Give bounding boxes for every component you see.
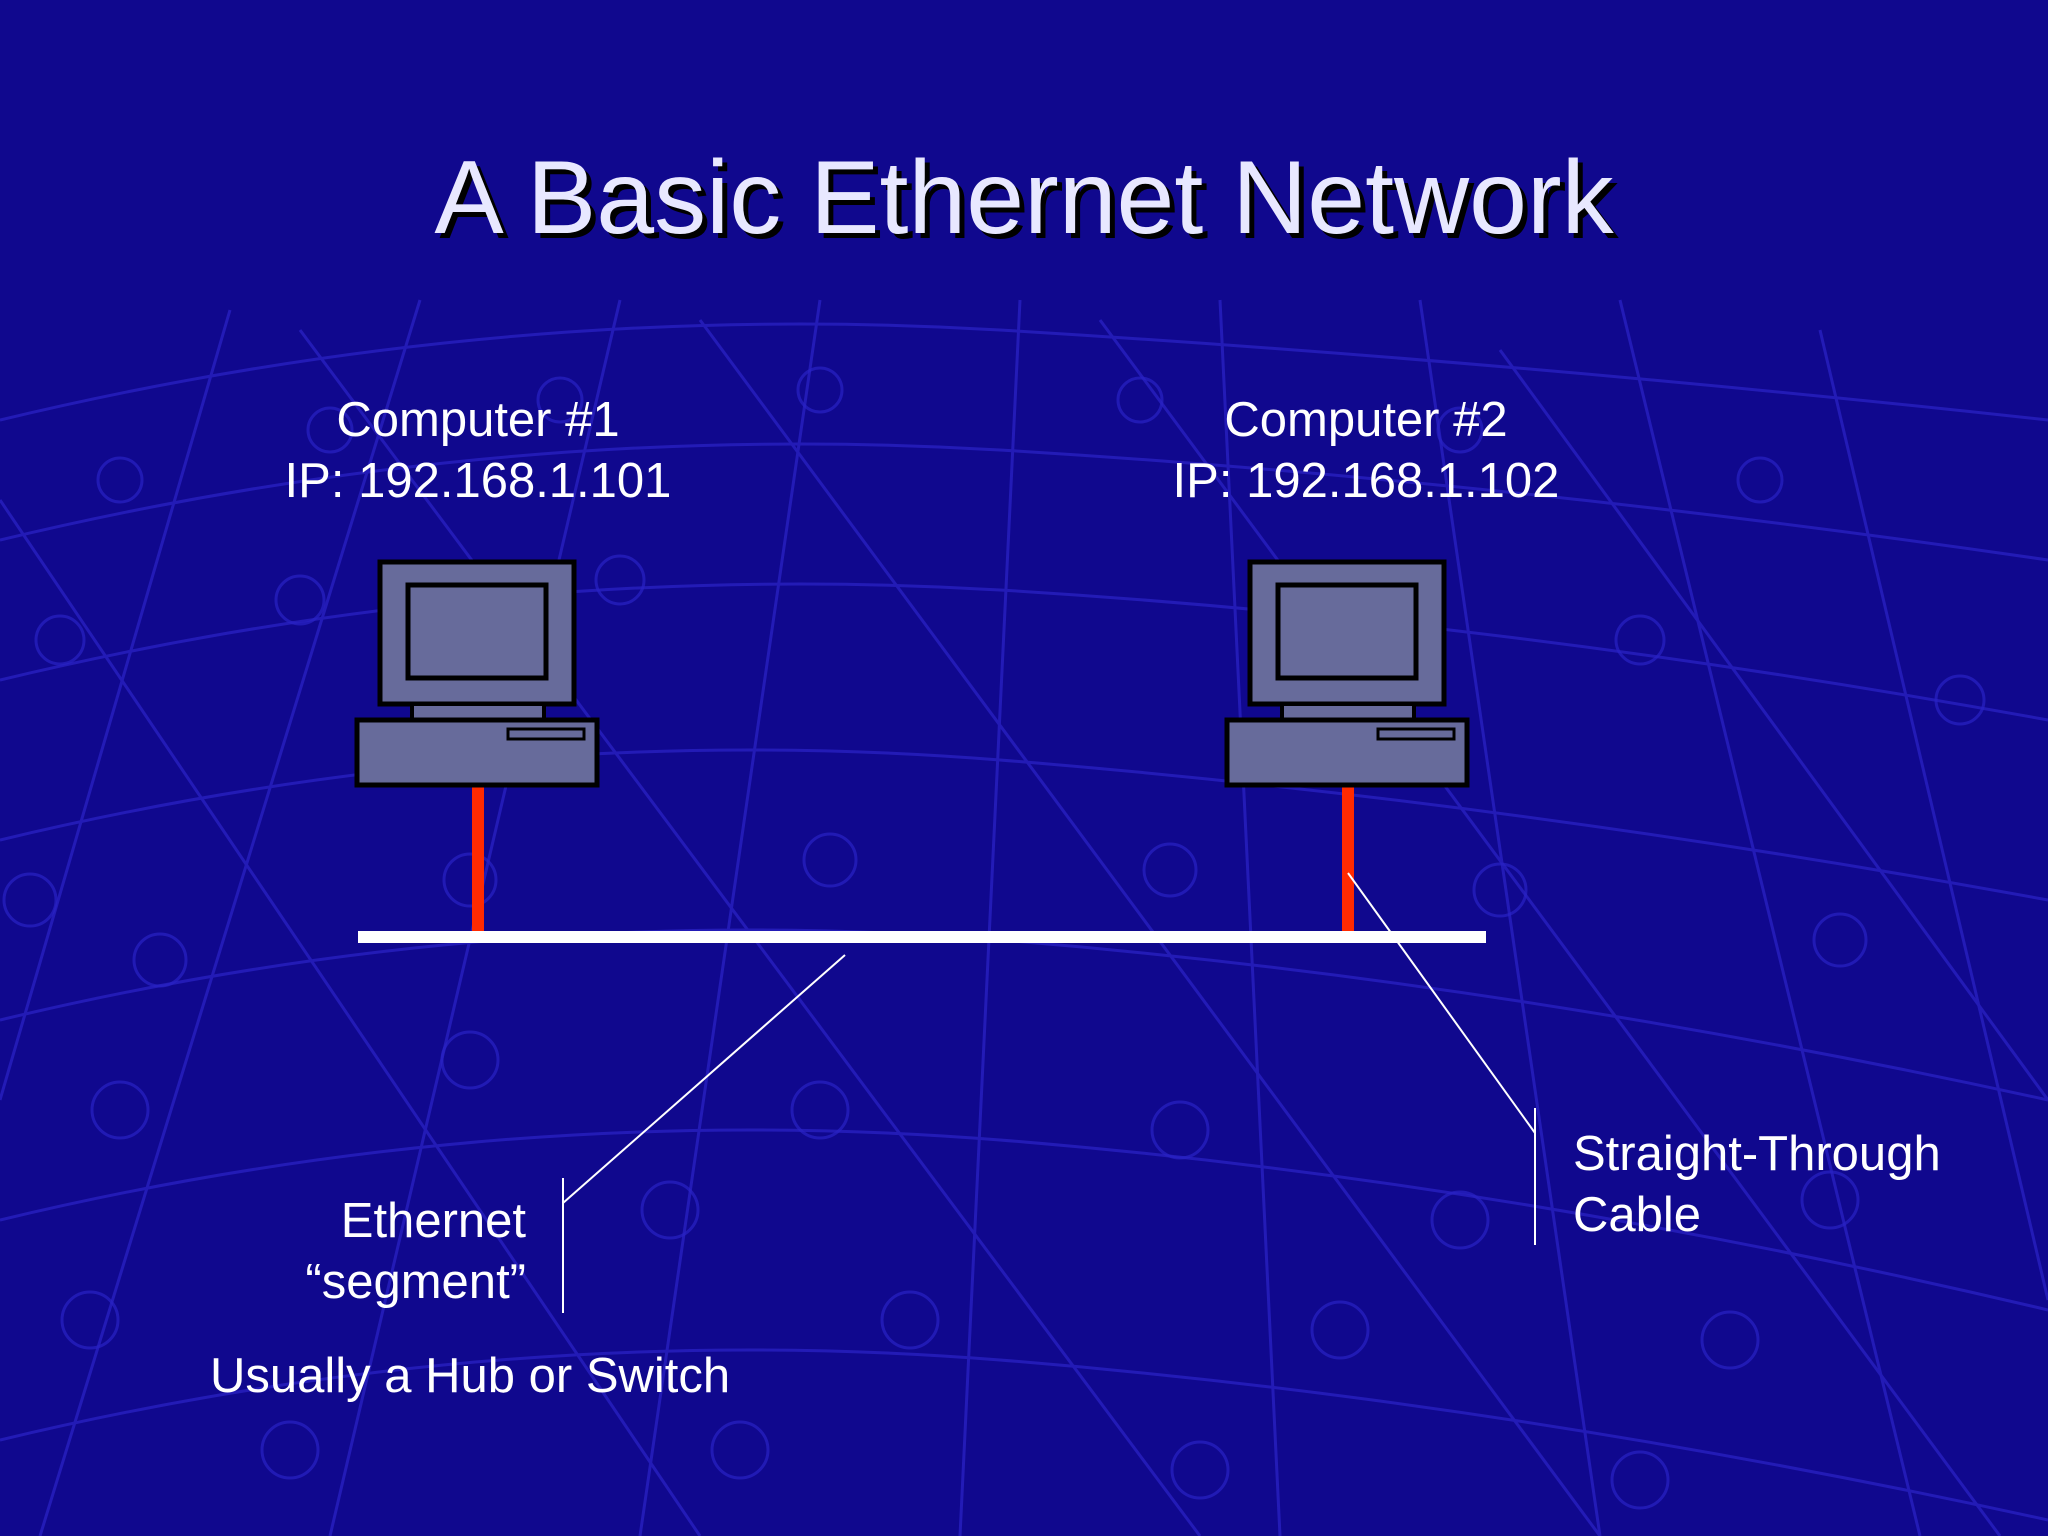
segment-label-line-1: Ethernet <box>340 1194 526 1248</box>
computer-2-name: Computer #2 <box>1224 393 1508 447</box>
cable-label-line-2: Cable <box>1573 1188 1702 1242</box>
cable-callout-line <box>1347 872 1536 1134</box>
slide-title: A Basic Ethernet Network <box>434 140 1614 256</box>
hub-switch-note: Usually a Hub or Switch <box>210 1349 731 1403</box>
computer-1-name: Computer #1 <box>336 393 620 447</box>
cable-label-line-1: Straight-Through <box>1573 1127 1941 1181</box>
desktop-computer-icon <box>1224 559 1470 788</box>
desktop-computer-icon <box>354 559 600 788</box>
segment-callout-line <box>562 954 846 1204</box>
segment-label-line-2: “segment” <box>305 1255 526 1309</box>
computer-1-ip: IP: 192.168.1.101 <box>284 454 672 508</box>
computer-2-ip: IP: 192.168.1.102 <box>1172 454 1560 508</box>
